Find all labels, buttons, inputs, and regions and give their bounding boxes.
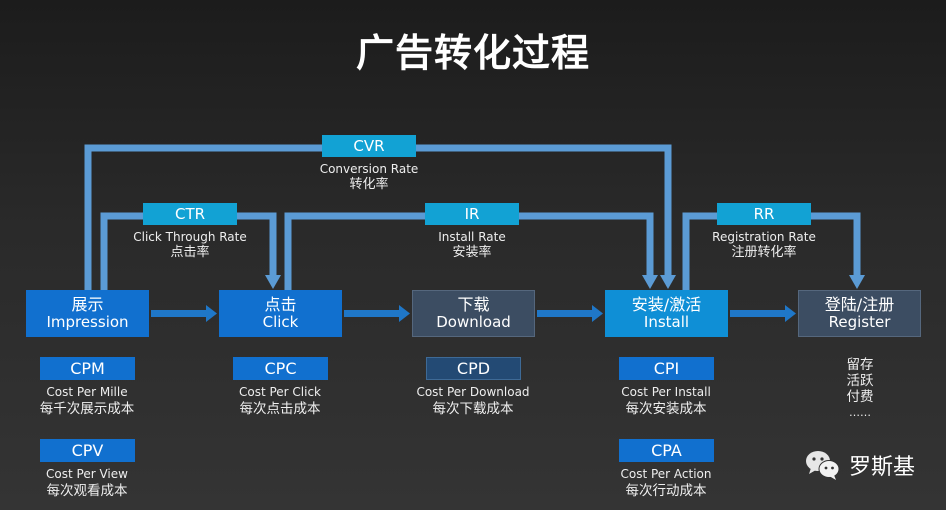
stage-arrows: [151, 305, 796, 322]
cpi-label-en: Cost Per Install: [621, 385, 711, 399]
cpa-label-en: Cost Per Action: [620, 467, 712, 481]
ir-tag: IR: [425, 203, 519, 225]
stage-click-en: Click: [262, 313, 299, 332]
cpc-label-en: Cost Per Click: [238, 385, 322, 399]
stage-register: 登陆/注册 Register: [798, 290, 921, 337]
cvr-label: Conversion Rate 转化率: [289, 161, 449, 193]
cpc-label-zh: 每次点击成本: [239, 401, 321, 417]
cpm-label-zh: 每千次展示成本: [39, 401, 135, 417]
ctr-tag: CTR: [143, 203, 237, 225]
stage-register-en: Register: [828, 313, 891, 332]
ctr-label-zh: 点击率: [170, 245, 210, 260]
cpd-tag: CPD: [426, 357, 521, 380]
cpi-label: Cost Per Install 每次安装成本: [591, 384, 741, 418]
cpv-label: Cost Per View 每次观看成本: [12, 466, 162, 500]
ctr-label-en: Click Through Rate: [133, 230, 247, 244]
ctr-arrowhead: [265, 275, 281, 289]
brand-watermark: 罗斯基: [805, 449, 915, 481]
ir-label: Install Rate 安装率: [392, 229, 552, 261]
arrow-impression-click-head: [206, 305, 217, 322]
ir-label-zh: 安装率: [452, 245, 492, 260]
stage-register-cn: 登陆/注册: [824, 294, 895, 314]
arrow-download-install-head: [592, 305, 603, 322]
cpd-label-en: Cost Per Download: [416, 385, 530, 399]
rr-label-zh: 注册转化率: [731, 245, 797, 260]
cpm-tag: CPM: [40, 357, 135, 380]
cpi-label-zh: 每次安装成本: [625, 401, 707, 417]
stage-install: 安装/激活 Install: [605, 290, 728, 337]
rr-tag: RR: [717, 203, 811, 225]
cpm-label-en: Cost Per Mille: [46, 385, 128, 399]
stage-download-en: Download: [436, 313, 511, 332]
arrow-click-download-head: [399, 305, 410, 322]
rr-label: Registration Rate 注册转化率: [684, 229, 844, 261]
ir-arrowhead: [642, 275, 658, 289]
arrow-install-register: [730, 310, 786, 317]
arrow-install-register-head: [785, 305, 796, 322]
cpm-label: Cost Per Mille 每千次展示成本: [12, 384, 162, 418]
stage-impression: 展示 Impression: [26, 290, 149, 337]
register-extras: 留存 活跃 付费 ……: [830, 357, 890, 421]
arrow-download-install: [537, 310, 593, 317]
cvr-tag: CVR: [322, 135, 416, 157]
arrow-impression-click: [151, 310, 207, 317]
stage-click: 点击 Click: [219, 290, 342, 337]
page-title: 广告转化过程: [355, 31, 590, 75]
stage-impression-cn: 展示: [71, 294, 104, 314]
extra-payment: 付费: [846, 389, 874, 405]
stage-impression-en: Impression: [46, 313, 129, 332]
extra-retention: 留存: [846, 357, 874, 373]
rr-label-en: Registration Rate: [712, 230, 816, 244]
cvr-label-zh: 转化率: [349, 177, 389, 192]
cpa-tag: CPA: [619, 439, 714, 462]
cpi-tag: CPI: [619, 357, 714, 380]
ctr-label: Click Through Rate 点击率: [110, 229, 270, 261]
stage-install-en: Install: [643, 313, 690, 332]
cpv-label-zh: 每次观看成本: [46, 483, 128, 499]
cpc-tag: CPC: [233, 357, 328, 380]
cpd-label-zh: 每次下载成本: [432, 401, 514, 417]
cpv-label-en: Cost Per View: [46, 467, 128, 481]
cpa-label: Cost Per Action 每次行动成本: [591, 466, 741, 500]
stage-click-cn: 点击: [264, 294, 297, 314]
cvr-label-en: Conversion Rate: [319, 162, 419, 176]
extra-active: 活跃: [846, 373, 874, 389]
brand-name: 罗斯基: [849, 455, 916, 480]
stage-install-cn: 安装/激活: [631, 294, 702, 314]
rr-arrowhead: [849, 275, 865, 289]
cpc-label: Cost Per Click 每次点击成本: [205, 384, 355, 418]
stage-download: 下载 Download: [412, 290, 535, 337]
cpa-label-zh: 每次行动成本: [625, 483, 707, 499]
cpd-label: Cost Per Download 每次下载成本: [398, 384, 548, 418]
wechat-icon: [806, 451, 840, 480]
ir-label-en: Install Rate: [438, 230, 506, 244]
arrow-click-download: [344, 310, 400, 317]
cpv-tag: CPV: [40, 439, 135, 462]
cvr-arrowhead: [660, 275, 676, 289]
extra-more: ……: [849, 406, 871, 419]
stage-download-cn: 下载: [457, 294, 490, 314]
